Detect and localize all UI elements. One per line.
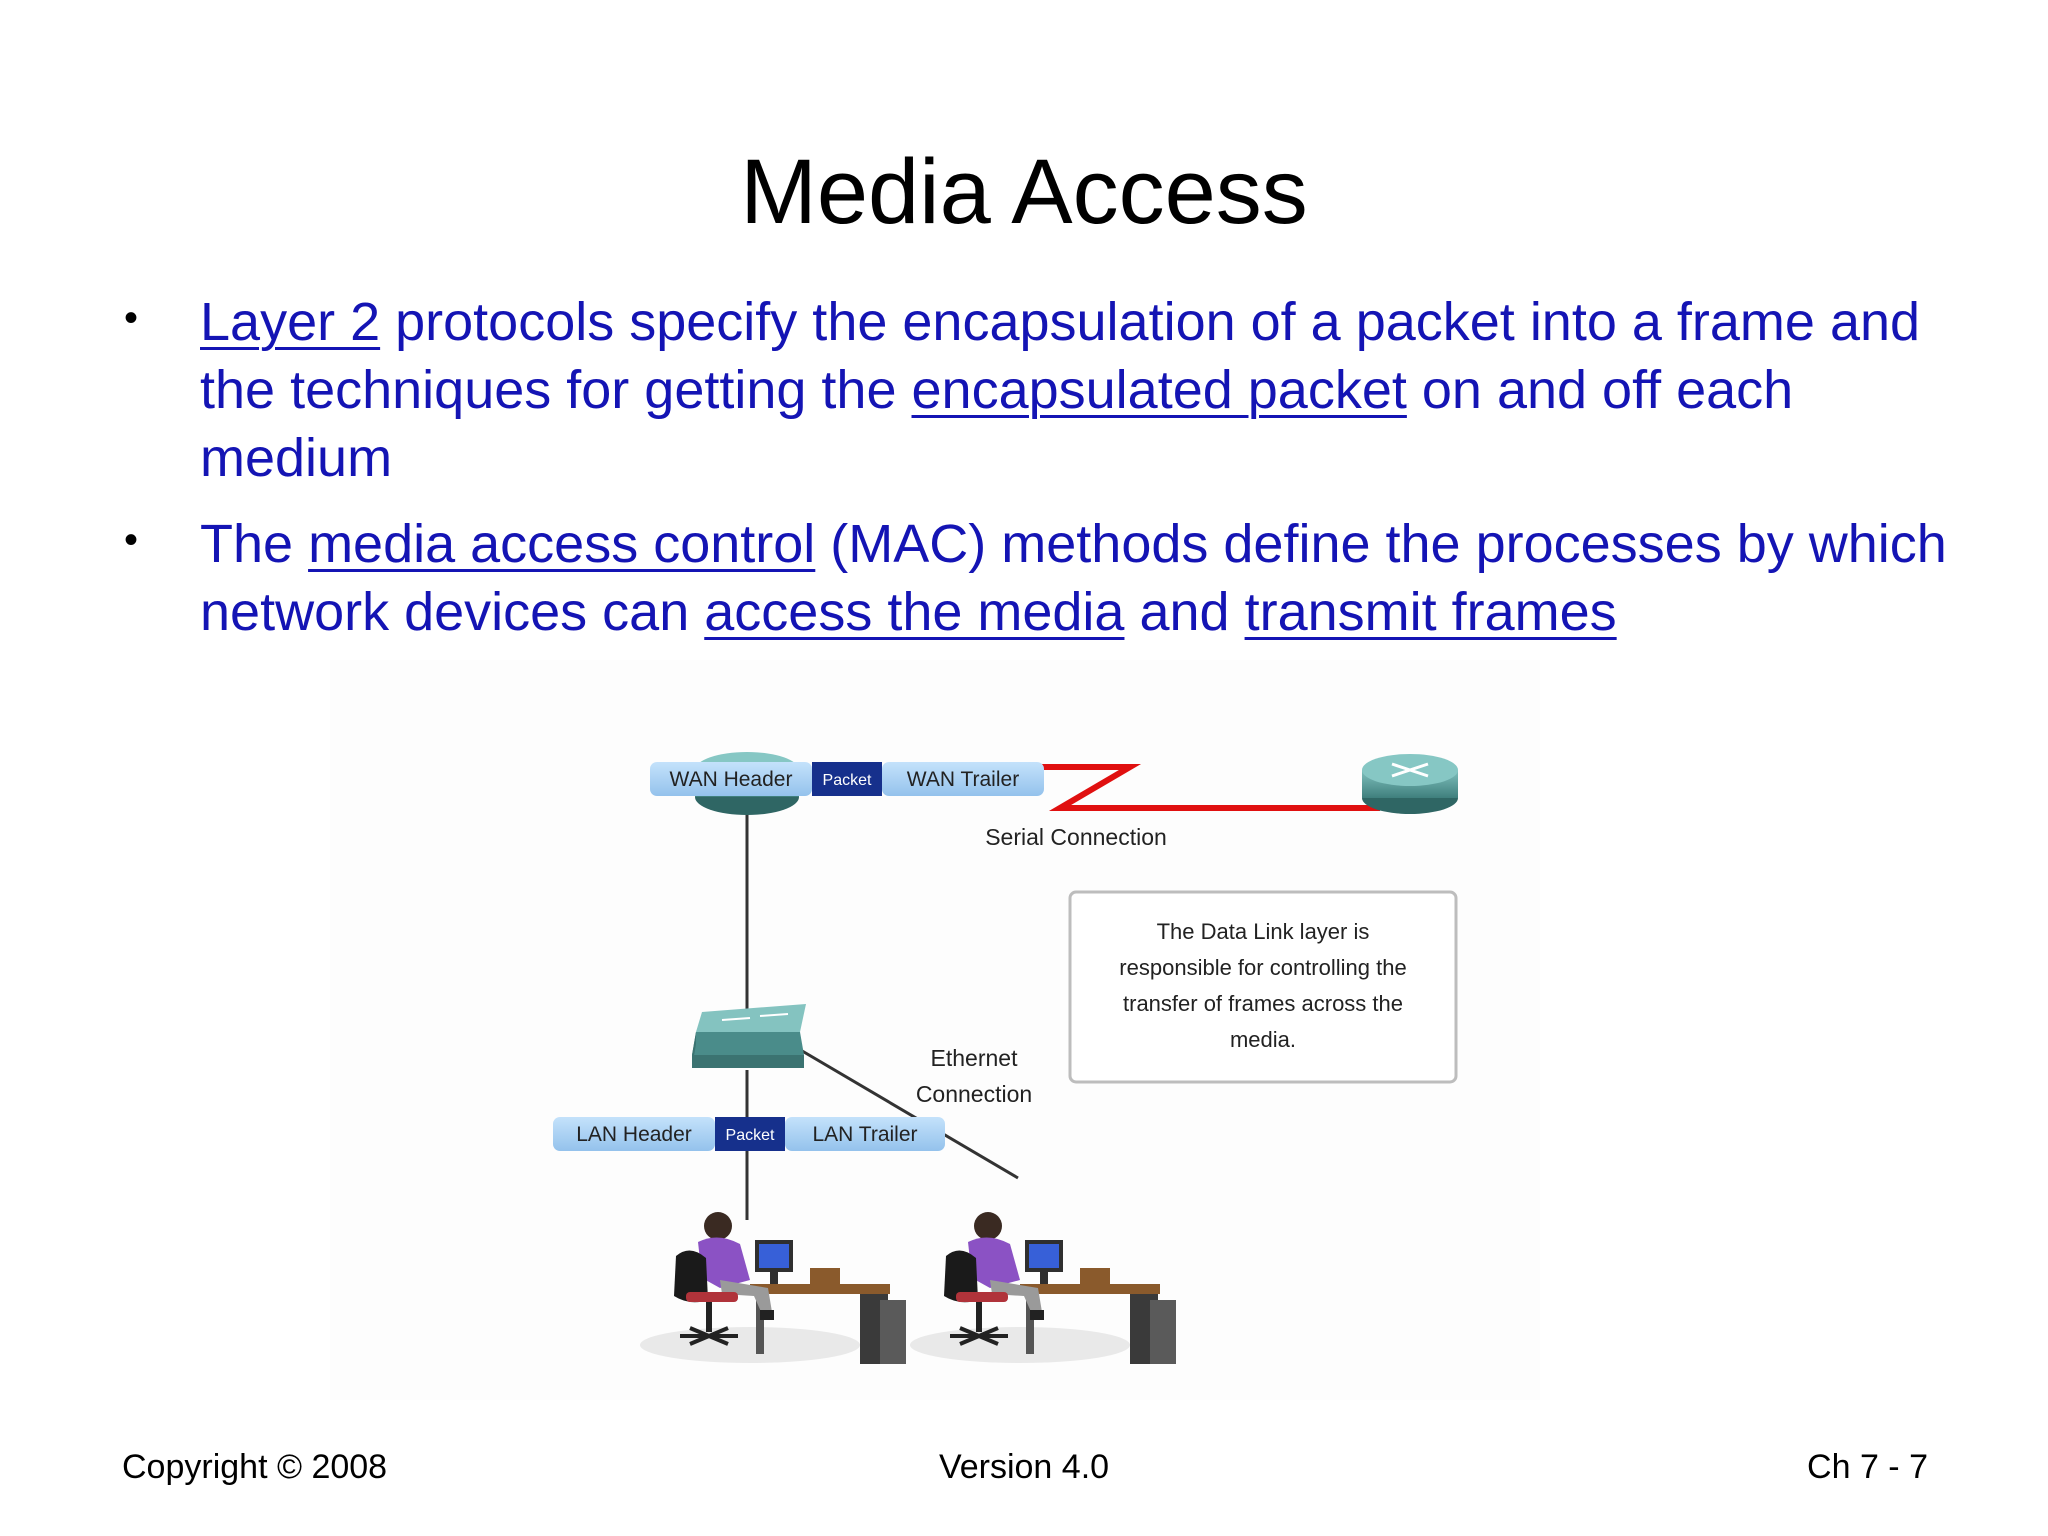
network-diagram-svg: WAN Header Packet WAN Trailer Serial Con… [553, 752, 1458, 1364]
link-media-access-control[interactable]: media access control [308, 514, 816, 574]
info-box-line-3: transfer of frames across the [1123, 991, 1403, 1016]
lan-trailer-label: LAN Trailer [812, 1123, 917, 1146]
workstation-icon [910, 1212, 1176, 1364]
info-box-line-1: The Data Link layer is [1157, 919, 1370, 944]
wan-frame: WAN Header Packet WAN Trailer [650, 762, 1044, 796]
workstation-icon [640, 1212, 906, 1364]
footer-page-number: Ch 7 - 7 [1807, 1448, 1928, 1486]
lan-header-block [553, 1117, 715, 1151]
network-diagram: WAN Header Packet WAN Trailer Serial Con… [330, 660, 1540, 1400]
bullet-icon: • [124, 518, 139, 562]
serial-connection-line [1040, 764, 1380, 811]
lan-packet-label: Packet [726, 1127, 775, 1144]
slide-title: Media Access [740, 141, 1308, 243]
remote-router-icon [1362, 754, 1458, 814]
wan-packet-label: Packet [823, 772, 872, 789]
info-box: The Data Link layer is responsible for c… [1068, 890, 1458, 1084]
link-layer-2[interactable]: Layer 2 [200, 292, 381, 352]
bullet-text: protocols specify the encapsulation of a… [200, 292, 1921, 420]
bullet-icon: • [124, 296, 139, 340]
footer-copyright: Copyright © 2008 [122, 1448, 388, 1486]
bullet-text: (MAC) methods define the processes by wh… [200, 514, 1947, 642]
lan-frame: LAN Header Packet LAN Trailer [553, 1117, 945, 1151]
footer-version: Version 4.0 [938, 1448, 1110, 1486]
link-access-the-media[interactable]: access the media [704, 582, 1125, 642]
bullet-text: The [200, 514, 309, 574]
lan-packet-block [715, 1117, 785, 1151]
bullet-text: on and off each medium [200, 360, 1794, 488]
bullet-item-2: • The media access control (MAC) methods… [118, 510, 1948, 646]
info-box-line-2: responsible for controlling the [1119, 955, 1406, 980]
bullet-text: and [1124, 582, 1245, 642]
wan-packet-block [812, 762, 882, 796]
ethernet-cable [791, 1043, 1019, 1180]
serial-connection-label: Serial Connection [985, 824, 1167, 850]
wan-header-label: WAN Header [670, 768, 793, 791]
bullet-list: • Layer 2 protocols specify the encapsul… [118, 288, 1948, 664]
info-box-line-4: media. [1230, 1027, 1296, 1052]
bullet-item-1: • Layer 2 protocols specify the encapsul… [118, 288, 1948, 492]
lan-header-label: LAN Header [576, 1123, 692, 1146]
link-encapsulated-packet[interactable]: encapsulated packet [911, 360, 1407, 420]
wan-trailer-label: WAN Trailer [907, 768, 1019, 791]
switch-icon [692, 1004, 806, 1068]
wan-header-block [650, 762, 812, 796]
wan-trailer-block [882, 762, 1044, 796]
lan-trailer-block [785, 1117, 945, 1151]
link-transmit-frames[interactable]: transmit frames [1244, 582, 1617, 642]
ethernet-label-line-1: Ethernet [931, 1045, 1019, 1071]
ethernet-label-line-2: Connection [916, 1081, 1032, 1107]
